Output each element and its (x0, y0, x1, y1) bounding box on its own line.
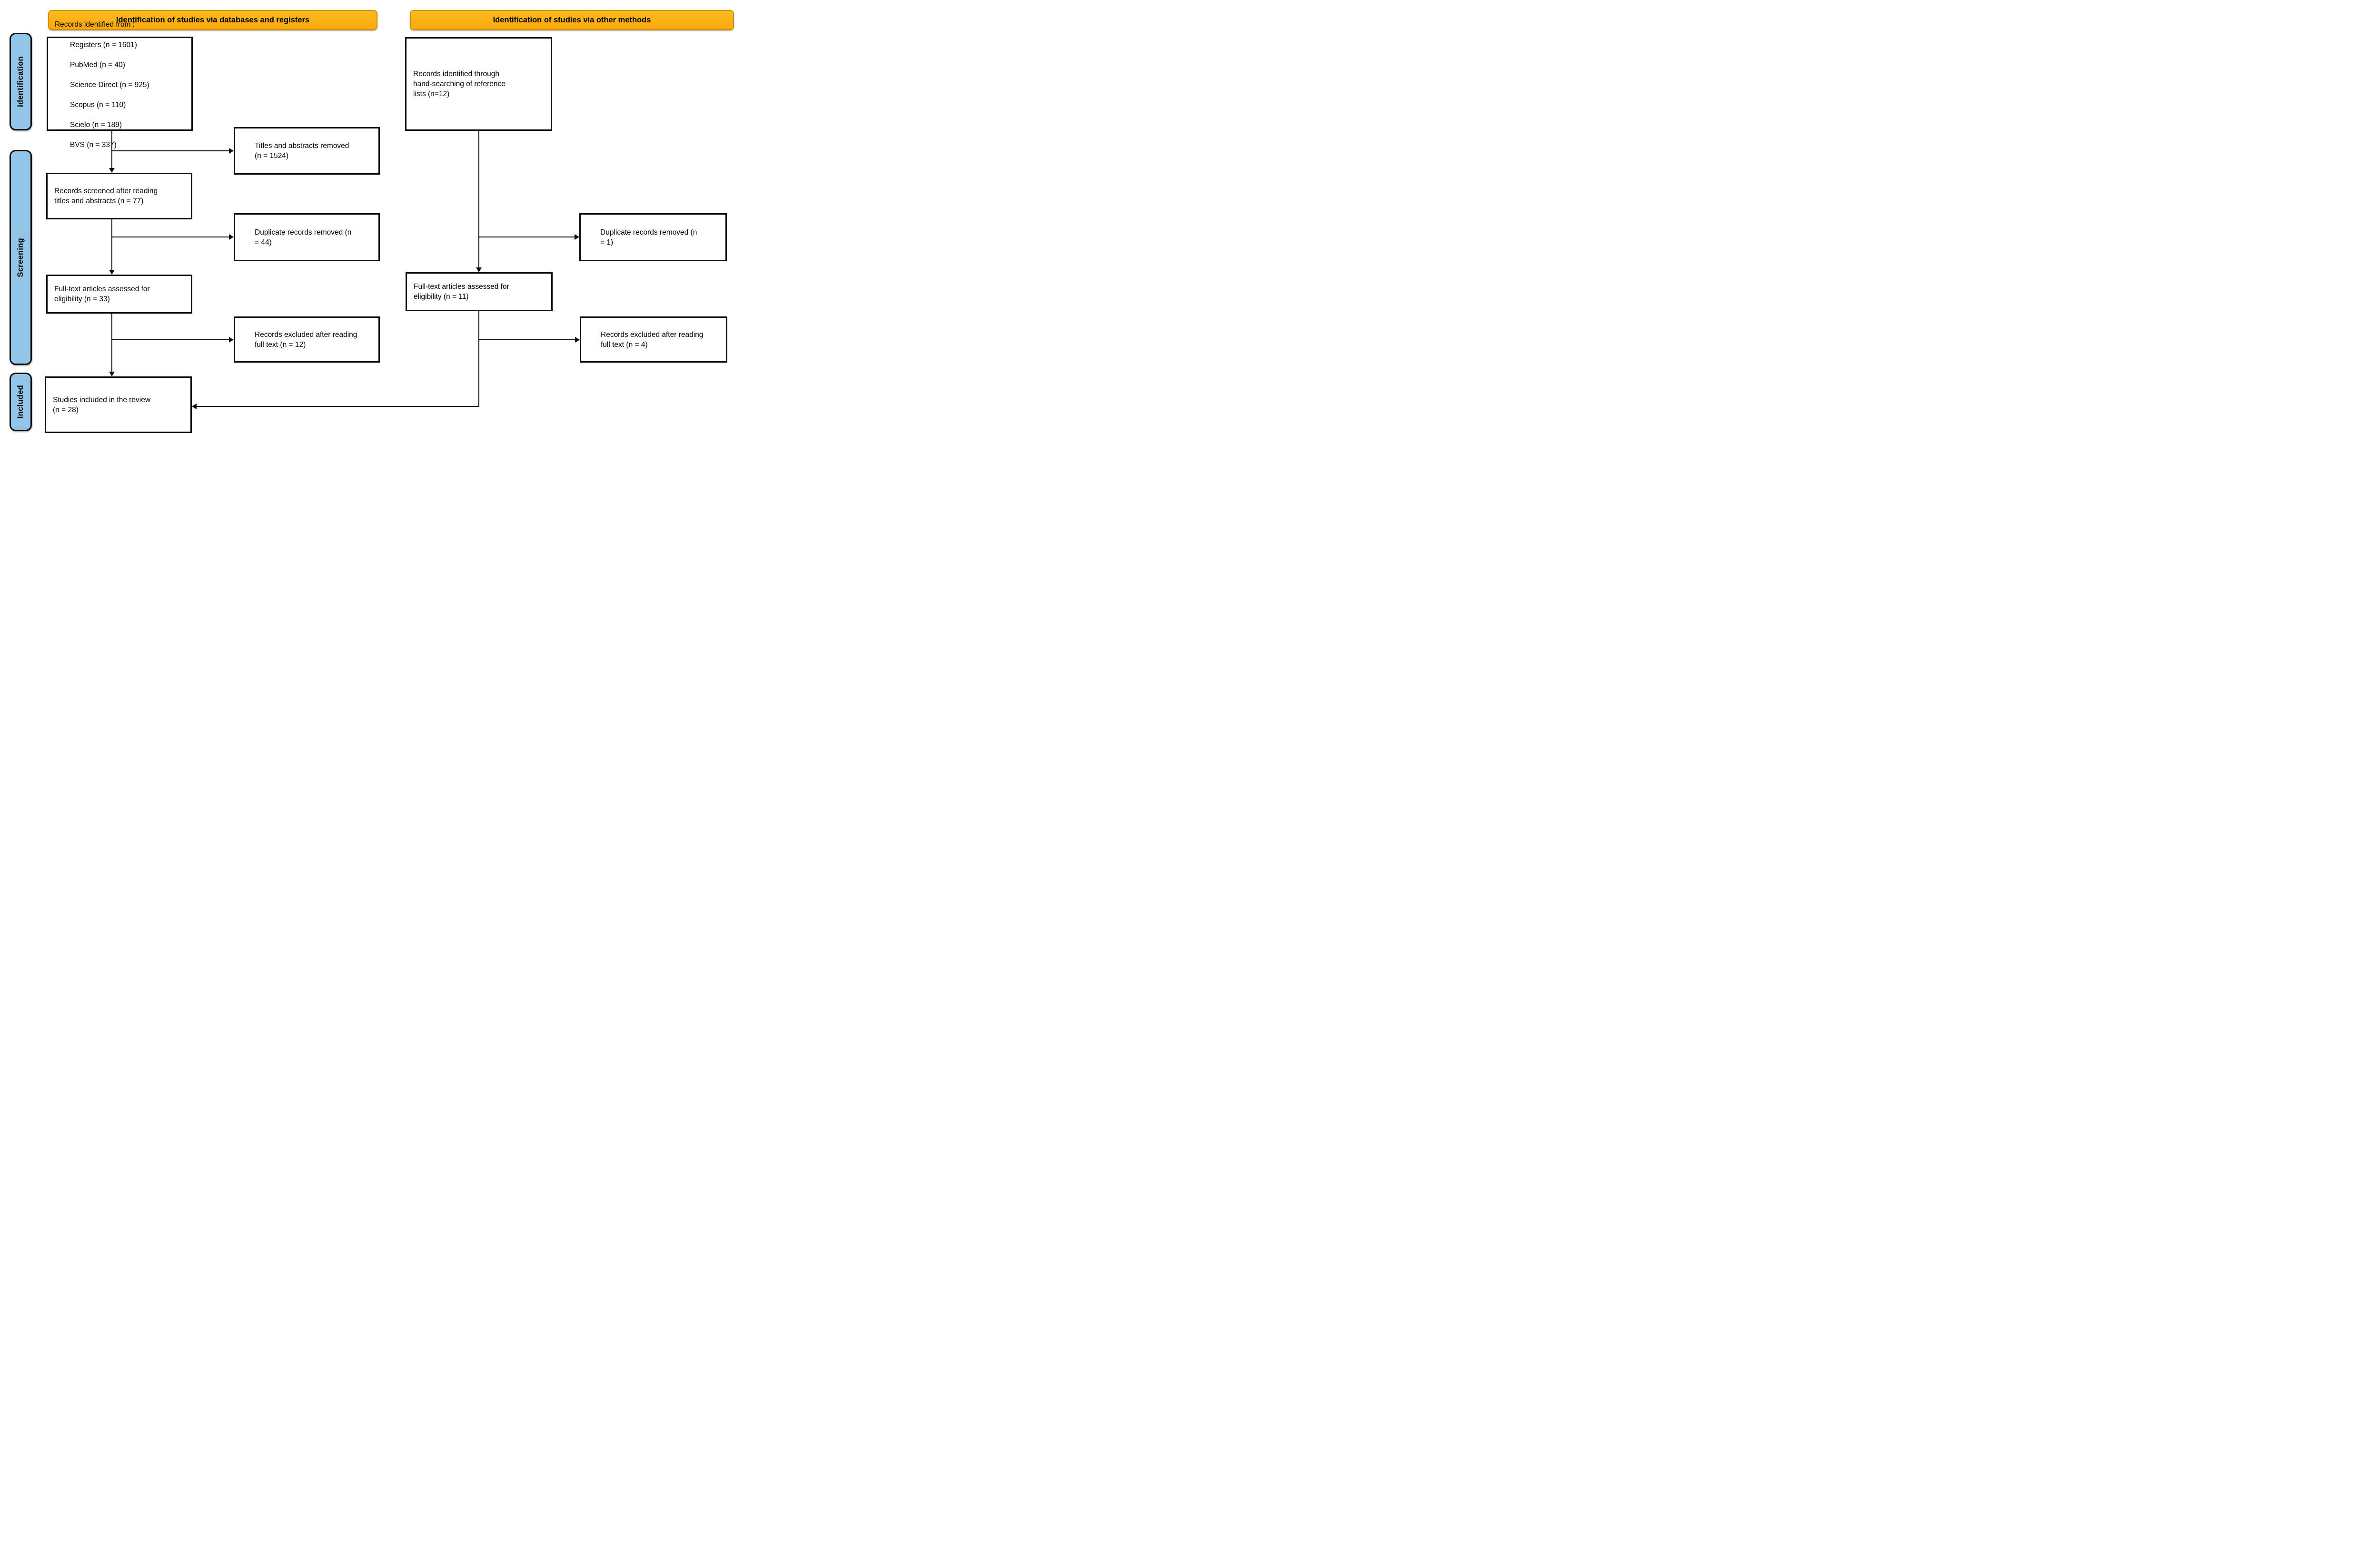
line-other-flow-to-studies-included (196, 406, 479, 407)
stage-label-included-text: Included (16, 385, 25, 419)
box-duplicates-removed-other: Duplicate records removed (n = 1) (579, 213, 727, 261)
box-records-hand-searching: Records identified through hand-searchin… (405, 37, 552, 131)
stage-label-screening: Screening (10, 150, 32, 365)
source-registers: Registers (n = 1601) (70, 40, 137, 49)
records-identified-title-colon: : (132, 20, 135, 29)
box-duplicates-removed-other-text: Duplicate records removed (n = 1) (600, 228, 697, 247)
box-records-screened-text: Records screened after reading titles an… (54, 187, 158, 205)
line-screened-to-fulltext (111, 219, 112, 271)
line-branch-titles-abstracts-removed (112, 150, 229, 151)
box-records-screened: Records screened after reading titles an… (46, 173, 192, 219)
arrowhead-to-titles-abstracts-removed (229, 148, 234, 154)
banner-other-methods: Identification of studies via other meth… (410, 10, 734, 30)
box-records-hand-searching-text: Records identified through hand-searchin… (413, 70, 506, 98)
box-records-identified-content: Records identified from*: Registers (n =… (48, 6, 154, 161)
arrowhead-to-records-screened (109, 168, 115, 173)
box-fulltext-assessed-databases: Full-text articles assessed for eligibil… (46, 275, 192, 314)
box-duplicates-removed-databases-text: Duplicate records removed (n = 44) (255, 228, 352, 247)
arrowhead-to-excluded-other (575, 337, 580, 343)
arrowhead-to-duplicates-other (575, 234, 579, 240)
source-science-direct: Science Direct (n = 925) (70, 80, 149, 89)
line-fulltext-to-included (111, 314, 112, 373)
source-pubmed: PubMed (n = 40) (70, 60, 125, 69)
prisma-flow-diagram: Identification of studies via databases … (0, 0, 745, 442)
records-identified-title-text: Records identified from (55, 20, 131, 29)
line-handsearch-to-fulltext (478, 131, 479, 268)
arrowhead-to-studies-included (109, 372, 115, 376)
box-fulltext-assessed-databases-text: Full-text articles assessed for eligibil… (54, 285, 150, 303)
arrowhead-to-duplicates-databases (229, 234, 234, 240)
box-fulltext-assessed-other: Full-text articles assessed for eligibil… (406, 272, 553, 311)
stage-label-identification: Identification (10, 33, 32, 130)
source-scopus: Scopus (n = 110) (70, 100, 126, 109)
stage-label-screening-text: Screening (16, 237, 25, 277)
box-titles-abstracts-removed: Titles and abstracts removed (n = 1524) (234, 127, 380, 175)
box-records-excluded-databases-text: Records excluded after reading full text… (255, 330, 357, 349)
source-scielo: Scielo (n = 189) (70, 120, 122, 129)
box-studies-included: Studies included in the review (n = 28) (45, 376, 192, 433)
line-identified-to-screened (111, 131, 112, 169)
banner-databases-registers: Identification of studies via databases … (48, 10, 377, 30)
arrowhead-into-studies-included (192, 404, 197, 409)
arrowhead-to-fulltext-other (476, 267, 482, 272)
box-records-excluded-other: Records excluded after reading full text… (580, 316, 727, 363)
line-fulltext-other-down (478, 311, 479, 407)
line-branch-excluded-databases (112, 339, 229, 340)
box-titles-abstracts-removed-text: Titles and abstracts removed (n = 1524) (255, 142, 349, 160)
box-fulltext-assessed-other-text: Full-text articles assessed for eligibil… (414, 283, 509, 301)
records-identified-title: Records identified from*: (55, 18, 149, 30)
arrowhead-to-excluded-databases (229, 337, 234, 343)
stage-label-included: Included (10, 373, 32, 431)
asterisk-footnote-marker: * (130, 20, 133, 26)
stage-label-identification-text: Identification (16, 56, 25, 107)
arrowhead-to-fulltext-databases (109, 270, 115, 275)
box-records-excluded-other-text: Records excluded after reading full text… (601, 330, 704, 349)
box-studies-included-text: Studies included in the review (n = 28) (53, 395, 151, 414)
line-branch-excluded-other (479, 339, 575, 340)
box-duplicates-removed-databases: Duplicate records removed (n = 44) (234, 213, 380, 261)
source-bvs: BVS (n = 337) (70, 140, 117, 149)
box-records-excluded-databases: Records excluded after reading full text… (234, 316, 380, 363)
box-records-identified: Records identified from*: Registers (n =… (47, 20, 193, 149)
